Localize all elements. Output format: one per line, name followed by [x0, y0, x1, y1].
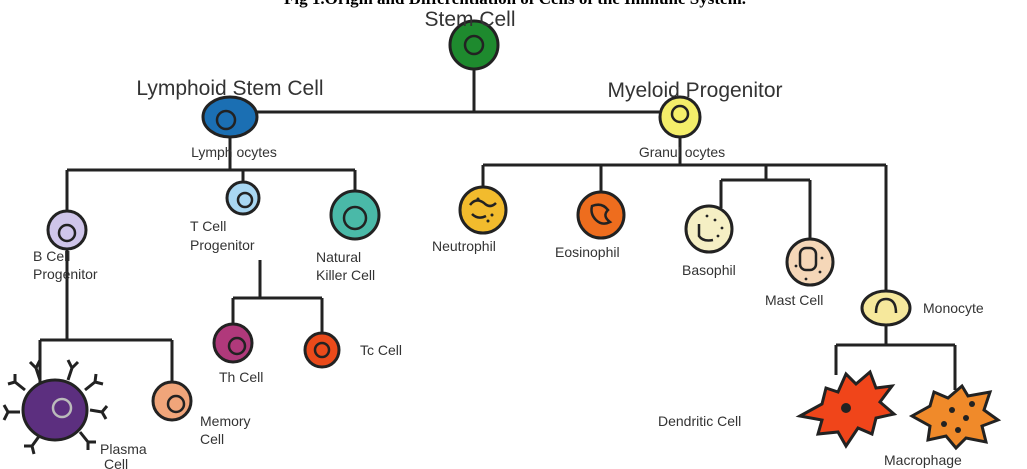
dendritic-cell-label: Dendritic Cell	[658, 413, 741, 429]
t-cell-progenitor-label-1: T Cell	[190, 218, 226, 234]
natural-killer-cell: Natural Killer Cell	[316, 191, 379, 283]
memory-cell-label-1: Memory	[200, 413, 251, 429]
th-cell: Th Cell	[214, 324, 263, 385]
natural-killer-cell-label-1: Natural	[316, 249, 361, 265]
lymphoid-stem-cell-label: Lymphoid Stem Cell	[136, 77, 323, 100]
plasma-cell: Plasma Cell	[4, 360, 147, 469]
memory-cell-icon	[153, 382, 191, 420]
memory-cell-label-2: Cell	[200, 431, 224, 447]
t-cell-progenitor-label-2: Progenitor	[190, 237, 255, 253]
b-cell-progenitor: B Cell Progenitor	[33, 211, 98, 282]
eosinophil-icon	[578, 192, 624, 238]
basophil-icon	[686, 206, 732, 252]
natural-killer-cell-icon	[331, 191, 379, 239]
mast-cell: Mast Cell	[765, 239, 833, 308]
neutrophil: Neutrophil	[432, 187, 506, 254]
tc-cell: Tc Cell	[305, 333, 402, 367]
plasma-cell-label-2: Cell	[104, 456, 128, 469]
tc-cell-icon	[305, 333, 339, 367]
granulocytes-label: Granul ocytes	[639, 144, 725, 160]
basophil-label: Basophil	[682, 262, 736, 278]
b-cell-progenitor-label-1: B Cell	[33, 248, 70, 264]
t-cell-progenitor-icon	[227, 182, 259, 214]
connector-t-cell	[233, 260, 322, 338]
figure-title: Fig 1.Origin and Differentiation of Cell…	[284, 0, 746, 8]
monocyte-label: Monocyte	[923, 300, 984, 316]
plasma-cell-label-1: Plasma	[100, 441, 147, 457]
macrophage: Macrophage	[884, 386, 998, 468]
th-cell-icon	[214, 324, 252, 362]
myeloid-progenitor-label: Myeloid Progenitor	[607, 79, 782, 102]
stem-cell: Stem Cell	[424, 8, 515, 69]
memory-cell: Memory Cell	[153, 382, 251, 447]
lymphoid-stem-cell: Lymphoid Stem Cell Lymph ocytes	[136, 77, 323, 160]
macrophage-label: Macrophage	[884, 452, 962, 468]
tc-cell-label: Tc Cell	[360, 342, 402, 358]
plasma-cell-icon	[23, 380, 87, 440]
monocyte: Monocyte	[862, 291, 984, 325]
natural-killer-cell-label-2: Killer Cell	[316, 267, 375, 283]
stem-cell-label: Stem Cell	[424, 8, 515, 31]
lymphoid-stem-cell-icon	[203, 97, 257, 137]
th-cell-label: Th Cell	[219, 369, 263, 385]
myeloid-progenitor: Myeloid Progenitor Granul ocytes	[607, 79, 782, 160]
b-cell-progenitor-label-2: Progenitor	[33, 266, 98, 282]
macrophage-icon	[912, 386, 998, 448]
neutrophil-icon	[460, 187, 506, 233]
monocyte-icon	[862, 291, 910, 325]
mast-cell-label: Mast Cell	[765, 292, 823, 308]
dendritic-cell: Dendritic Cell	[658, 372, 894, 446]
basophil: Basophil	[682, 206, 736, 278]
eosinophil-label: Eosinophil	[555, 244, 620, 260]
connector-lymphocytes	[67, 170, 355, 212]
myeloid-progenitor-icon	[660, 97, 700, 137]
t-cell-progenitor: T Cell Progenitor	[190, 182, 259, 253]
eosinophil: Eosinophil	[555, 192, 624, 260]
mast-cell-icon	[787, 239, 833, 285]
b-cell-progenitor-icon	[48, 211, 86, 249]
neutrophil-label: Neutrophil	[432, 238, 496, 254]
lymphocytes-label: Lymph ocytes	[191, 144, 277, 160]
